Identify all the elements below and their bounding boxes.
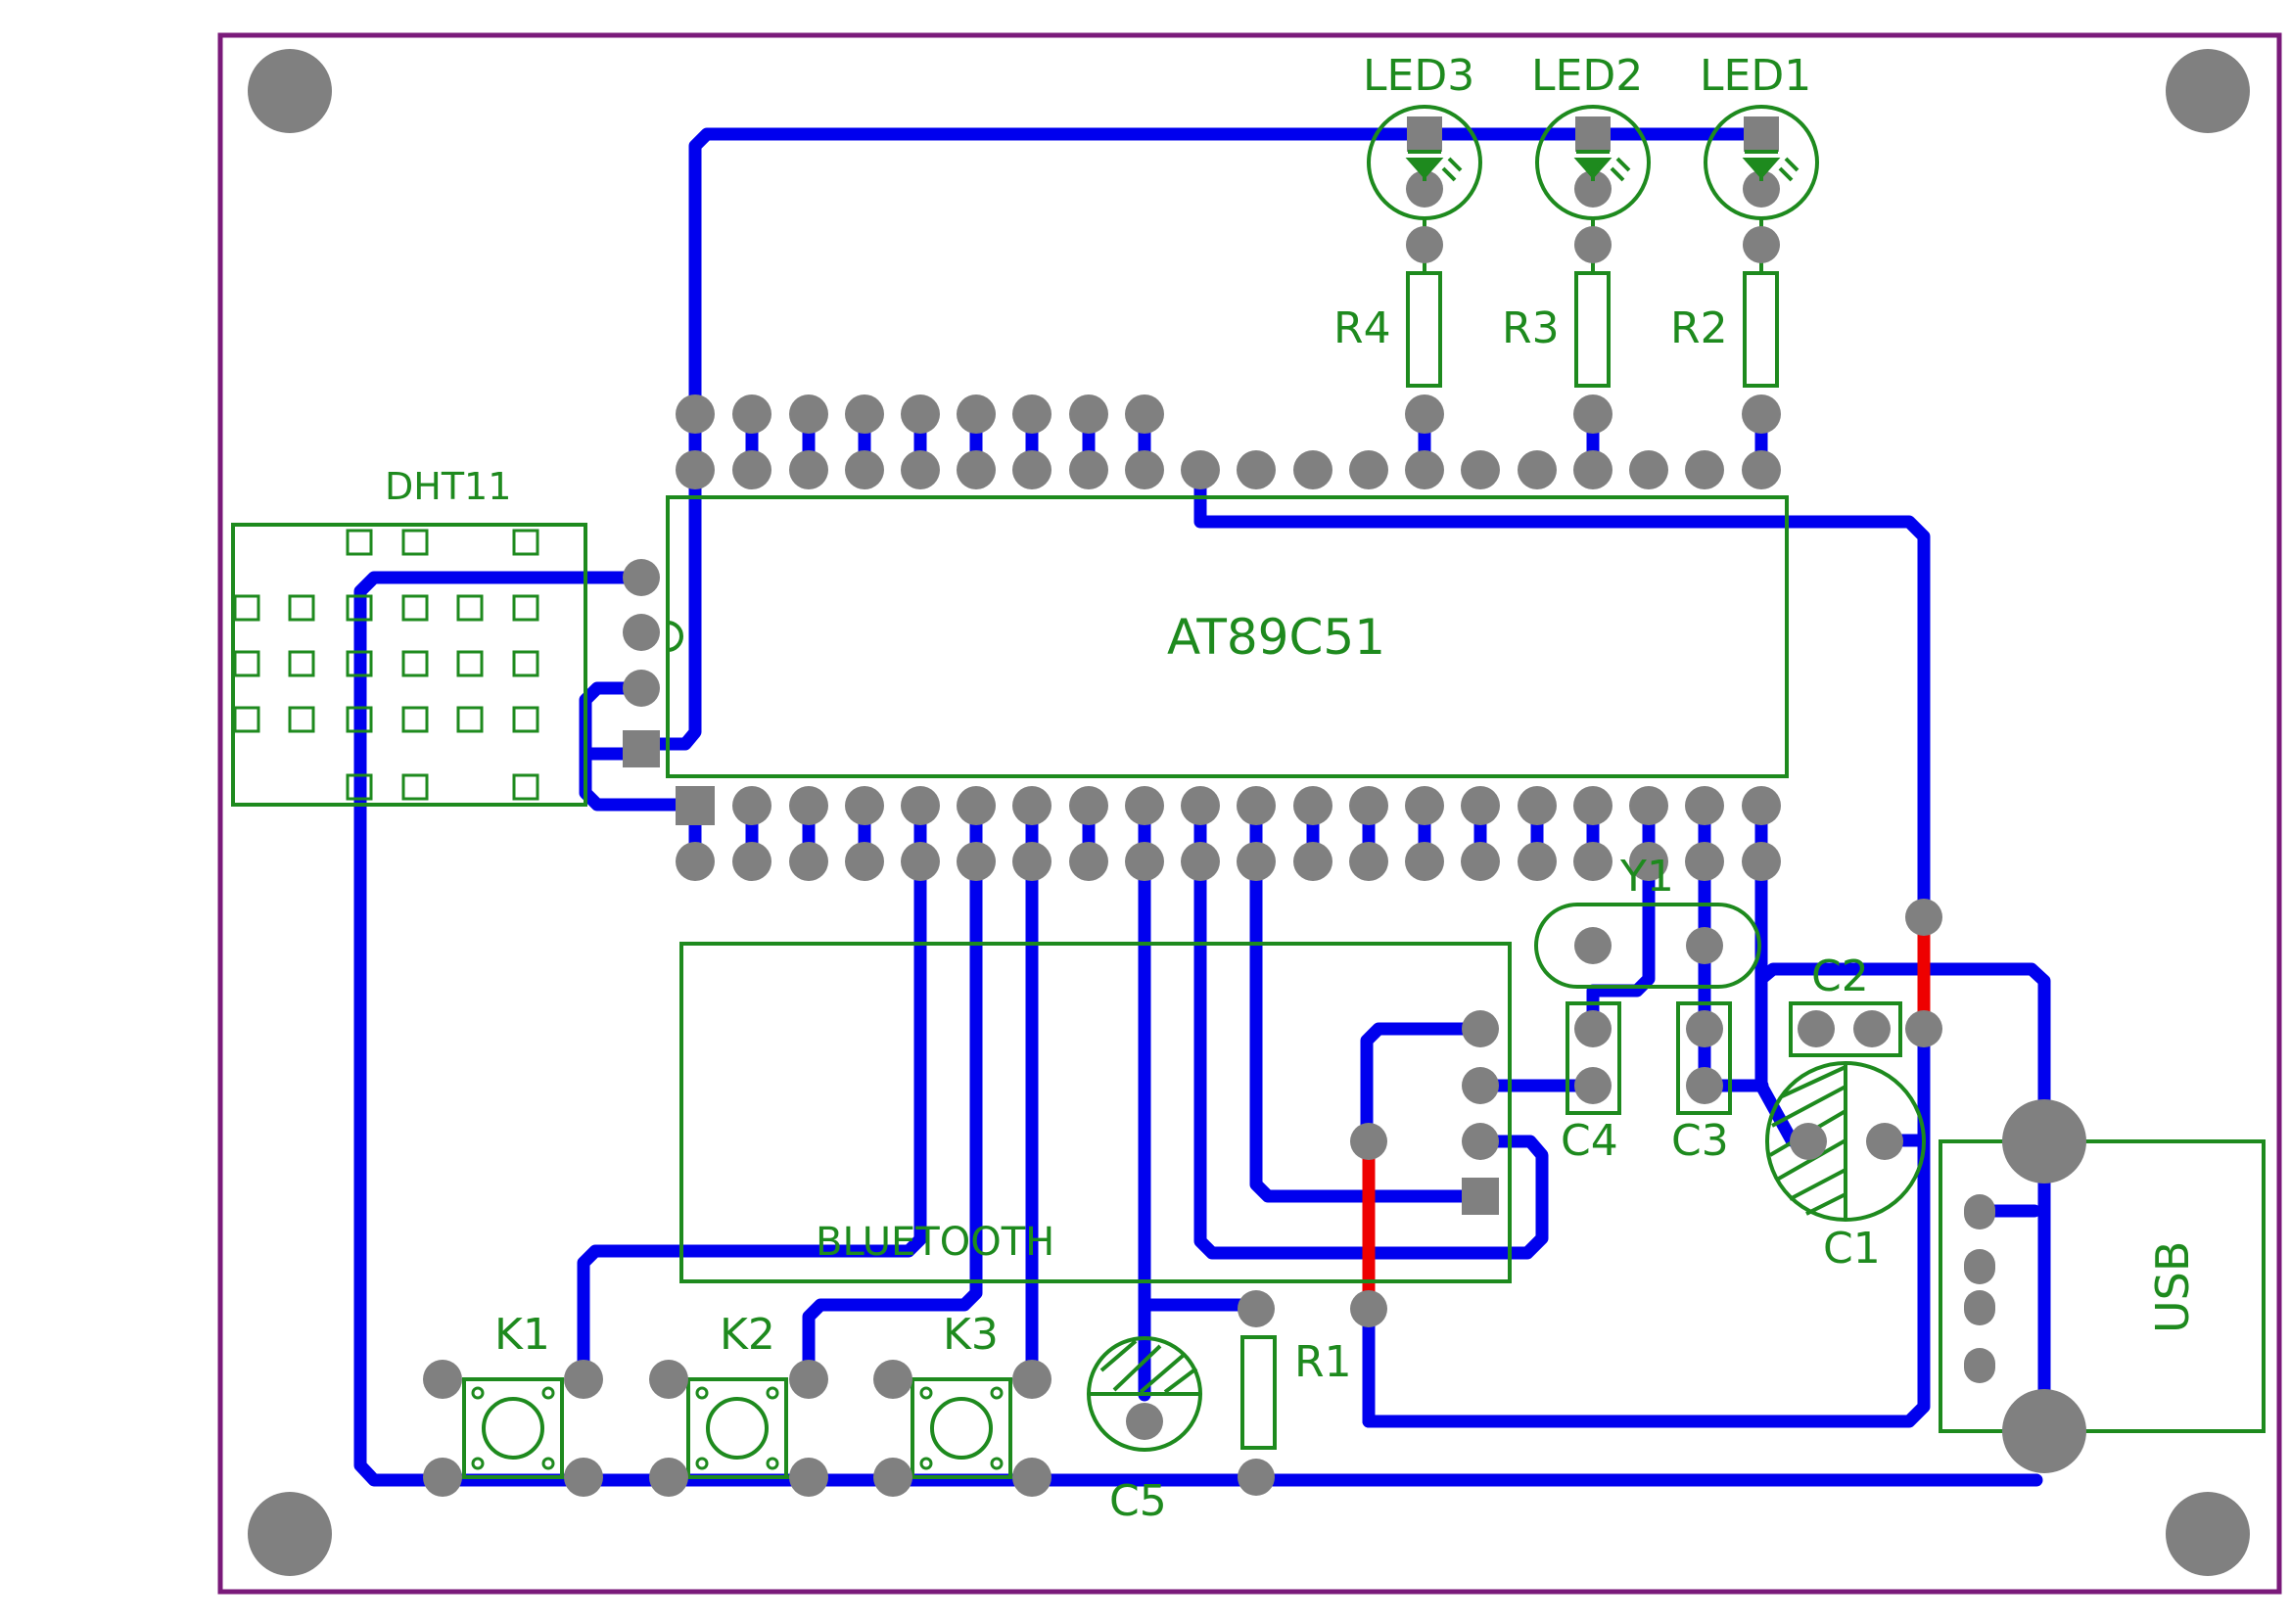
label-k1: K1	[494, 1310, 550, 1360]
label-y1: Y1	[1619, 852, 1674, 902]
label-r2: R2	[1670, 303, 1728, 353]
label-r3: R3	[1502, 303, 1560, 353]
trace-c5	[1138, 855, 1263, 1402]
led2-outline	[1535, 105, 1651, 220]
label-r4: R4	[1333, 303, 1391, 353]
bluetooth-outline	[679, 942, 1512, 1283]
label-c2: C2	[1811, 951, 1869, 1001]
led2-icon	[1573, 150, 1631, 182]
r3-outline	[1574, 271, 1611, 388]
trace-k2	[802, 855, 983, 1384]
label-c5: C5	[1109, 1476, 1167, 1526]
dht11-outline	[231, 523, 587, 807]
label-k3: K3	[943, 1310, 999, 1360]
dht11-grid	[233, 529, 539, 801]
trace-c1	[1754, 855, 1799, 1147]
label-bluetooth: BLUETOOTH	[816, 1220, 1054, 1265]
pads	[423, 116, 2086, 1497]
label-mcu: AT89C51	[1167, 609, 1385, 666]
key-pads	[423, 1360, 1052, 1497]
mounting-hole-bl	[248, 1492, 332, 1576]
board-outline	[217, 32, 2282, 1595]
mcu-pads-bottom	[676, 786, 1781, 881]
r4-outline	[1406, 271, 1442, 388]
led3-icon	[1405, 150, 1463, 182]
label-dht11: DHT11	[385, 465, 511, 508]
label-led2: LED2	[1531, 51, 1643, 101]
mcu-outline	[666, 495, 1789, 778]
dht11-pads	[623, 559, 660, 767]
k1-cap	[482, 1397, 544, 1460]
usb-pads	[1964, 1099, 2086, 1473]
c2-outline	[1789, 1001, 1902, 1057]
key-dots	[471, 1386, 1004, 1470]
k3-cap	[930, 1397, 993, 1460]
y1-outline	[1534, 903, 1761, 989]
led1-icon	[1742, 150, 1799, 182]
mcu-pads-top	[676, 394, 1781, 489]
k2-outline	[686, 1377, 788, 1479]
label-c4: C4	[1561, 1116, 1618, 1166]
r2-outline	[1743, 271, 1779, 388]
mcu-notch	[667, 621, 683, 652]
mounting-hole-tl	[248, 49, 332, 133]
label-led3: LED3	[1363, 51, 1474, 101]
c3-outline	[1676, 1001, 1732, 1115]
label-k2: K2	[720, 1310, 775, 1360]
trace-bt-1	[1193, 855, 1549, 1260]
k1-outline	[462, 1377, 564, 1479]
misc-pads	[1574, 899, 1942, 1160]
trace-k1	[577, 855, 927, 1384]
trace-bt-top	[1360, 1022, 1487, 1148]
c5-hatch	[1099, 1339, 1198, 1394]
label-usb: USB	[2146, 1241, 2199, 1333]
label-c1: C1	[1823, 1224, 1881, 1274]
label-r1: R1	[1294, 1337, 1352, 1387]
r1-outline	[1240, 1335, 1277, 1450]
trace-top-bridges	[688, 407, 1151, 477]
led1-outline	[1704, 105, 1819, 220]
usb-outline	[1939, 1139, 2266, 1433]
led-pads	[1406, 116, 1780, 263]
silkscreen	[231, 105, 2266, 1479]
mounting-hole-br	[2166, 1492, 2250, 1576]
k2-cap	[706, 1397, 769, 1460]
r1-c5-pads	[1126, 1290, 1275, 1496]
c4-outline	[1566, 1001, 1621, 1115]
label-led1: LED1	[1700, 51, 1811, 101]
capacitor-hatch	[1099, 1065, 1847, 1394]
label-c3: C3	[1671, 1116, 1729, 1166]
labels: LED3 LED2 LED1 R4 R3 R2 DHT11 AT89C51 Y1…	[385, 51, 2199, 1526]
trace-vcc-right	[1193, 463, 1931, 1428]
led3-outline	[1367, 105, 1482, 220]
k3-outline	[911, 1377, 1012, 1479]
bluetooth-pads	[1350, 1010, 1499, 1327]
mounting-holes	[248, 49, 2250, 1576]
led-symbols	[1405, 150, 1799, 182]
mounting-hole-tr	[2166, 49, 2250, 133]
